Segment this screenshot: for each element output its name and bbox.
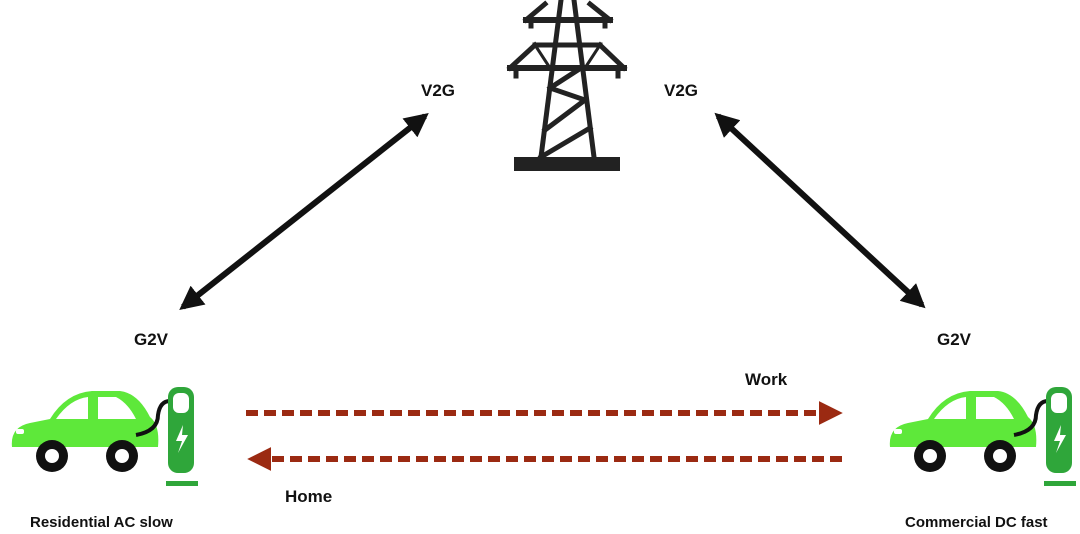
g2v-label-right: G2V xyxy=(937,330,972,349)
ev-charging-icon-residential xyxy=(11,387,198,486)
ev-charging-icon-commercial xyxy=(889,387,1076,486)
v2g-arrow-left xyxy=(179,113,429,310)
home-label: Home xyxy=(285,487,333,506)
v2g-label-left: V2G xyxy=(421,81,456,100)
g2v-label-left: G2V xyxy=(134,330,169,349)
residential-station-label: Residential AC slow xyxy=(30,514,173,531)
commercial-station-label: Commercial DC fast xyxy=(905,514,1048,531)
v2g-arrow-right xyxy=(714,112,926,309)
transmission-tower-icon xyxy=(506,0,628,171)
v2g-label-right: V2G xyxy=(664,81,699,100)
work-label: Work xyxy=(745,370,788,389)
